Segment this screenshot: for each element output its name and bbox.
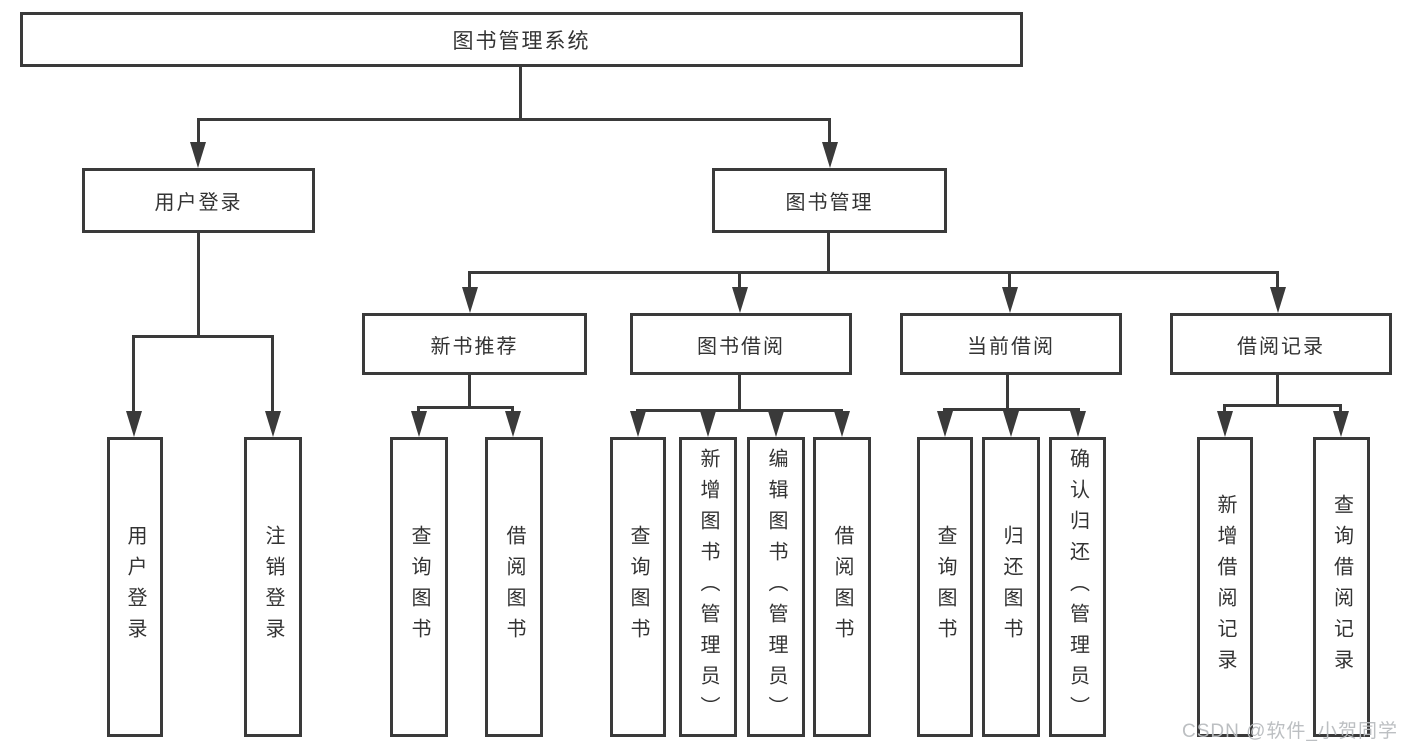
leaf-return-book: 归还图书 [982,437,1040,737]
connector-line [1008,271,1011,289]
connector-line [511,406,514,415]
leaf-label: 借阅图书 [831,525,853,649]
connector-line [417,406,420,415]
connector-line [738,375,741,411]
arrow-down-icon [1002,287,1018,313]
connector-line [636,409,843,412]
arrow-down-icon [937,411,953,437]
leaf-logout: 注销登录 [244,437,302,737]
leaf-add-borrow-record: 新增借阅记录 [1197,437,1253,737]
leaf-label: 查询借阅记录 [1330,494,1353,680]
leaf-confirm-return-admin: 确认归还（管理员） [1049,437,1106,737]
arrow-down-icon [126,411,142,437]
arrow-down-icon [630,411,646,437]
arrow-down-icon [1270,287,1286,313]
arrow-down-icon [411,411,427,437]
arrow-down-icon [768,411,784,437]
leaf-user-login: 用户登录 [107,437,163,737]
node-book-borrowing: 图书借阅 [630,313,852,375]
leaf-label: 新增图书（管理员） [697,447,719,727]
arrow-down-icon [190,142,206,168]
connector-line [271,335,274,415]
leaf-label: 归还图书 [1000,525,1022,649]
arrow-down-icon [1070,411,1086,437]
arrow-down-icon [505,411,521,437]
leaf-query-books-borrowing: 查询图书 [610,437,666,737]
connector-line [738,271,741,289]
arrow-down-icon [732,287,748,313]
leaf-label: 新增借阅记录 [1214,494,1236,680]
connector-line [1339,404,1342,414]
arrow-down-icon [822,142,838,168]
leaf-query-borrow-record: 查询借阅记录 [1313,437,1370,737]
leaf-label: 用户登录 [124,525,146,649]
connector-line [417,406,514,409]
connector-line [1276,271,1279,289]
node-book-management: 图书管理 [712,168,947,233]
node-borrowing-records: 借阅记录 [1170,313,1392,375]
connector-line [197,233,200,335]
leaf-label: 注销登录 [262,525,284,649]
connector-line [468,271,471,289]
arrow-down-icon [462,287,478,313]
connector-line [519,67,522,118]
arrow-down-icon [700,411,716,437]
arrow-down-icon [1333,411,1349,437]
leaf-borrow-books: 借阅图书 [813,437,871,737]
connector-line [132,335,274,338]
connector-line [468,375,471,409]
leaf-label: 查询图书 [408,525,430,649]
leaf-label: 编辑图书（管理员） [765,447,787,727]
connector-line [828,118,831,146]
node-label: 新书推荐 [430,335,519,358]
leaf-query-books-recommend: 查询图书 [390,437,448,737]
node-user-login: 用户登录 [82,168,315,233]
leaf-add-book-admin: 新增图书（管理员） [679,437,737,737]
node-label: 图书借阅 [697,335,785,358]
node-label: 图书管理 [785,192,874,214]
node-label: 用户登录 [154,192,243,214]
connector-line [1276,375,1279,407]
node-label: 当前借阅 [967,335,1055,358]
node-library-management-system: 图书管理系统 [20,12,1023,67]
leaf-label: 查询图书 [934,525,956,649]
leaf-label: 查询图书 [627,525,649,649]
arrow-down-icon [265,411,281,437]
connector-line [827,233,830,271]
connector-line [1006,375,1009,408]
watermark: CSDN @软件_小贺同学 [1182,721,1398,742]
node-current-borrowing: 当前借阅 [900,313,1122,375]
connector-line [1223,404,1226,414]
connector-line [1223,404,1342,407]
leaf-label: 借阅图书 [503,525,525,649]
node-new-book-recommend: 新书推荐 [362,313,587,375]
arrow-down-icon [834,411,850,437]
arrow-down-icon [1003,411,1019,437]
leaf-query-books-current: 查询图书 [917,437,973,737]
connector-line [468,271,1279,274]
connector-line [197,118,831,121]
arrow-down-icon [1217,411,1233,437]
node-label: 图书管理系统 [452,29,591,53]
connector-line [197,118,200,146]
node-label: 借阅记录 [1237,335,1325,358]
leaf-borrow-books-recommend: 借阅图书 [485,437,543,737]
connector-line [132,335,135,415]
leaf-edit-book-admin: 编辑图书（管理员） [747,437,805,737]
leaf-label: 确认归还（管理员） [1066,447,1089,727]
